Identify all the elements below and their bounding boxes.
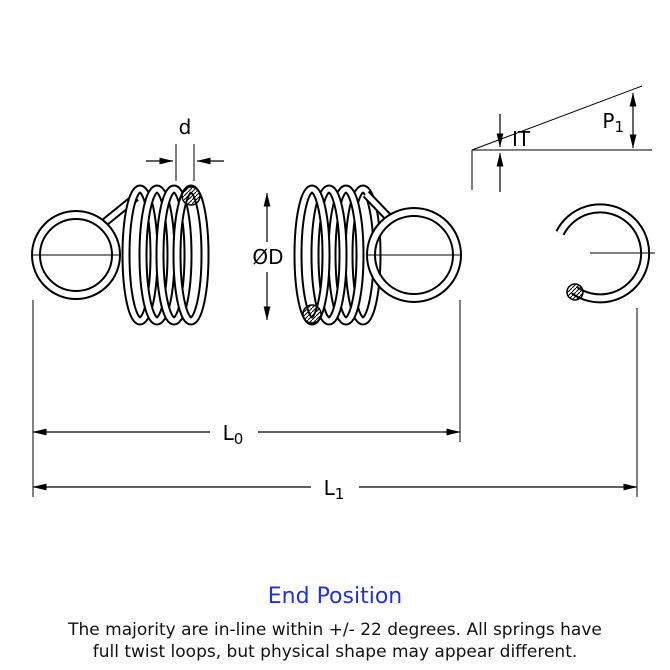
coil-loop-inner: [329, 186, 363, 324]
spring-diagram: d P1 IT: [31, 85, 655, 503]
dim-od-label: ØD: [252, 245, 283, 269]
dim-p1-sub: 1: [614, 118, 624, 136]
dim-od-label-mask: [246, 242, 290, 272]
right-coil-block: [293, 184, 382, 326]
coil-loop-inner: [140, 186, 174, 324]
dim-l1: L1: [32, 472, 638, 503]
dim-l0-label-mask: [210, 417, 258, 446]
dim-od: ØD: [246, 192, 290, 321]
end-hook-inner: [557, 205, 649, 302]
dim-l0-base: L: [223, 421, 235, 445]
coil-loop-inner: [123, 186, 157, 324]
end-hook-wire-end: [566, 283, 584, 301]
left-hook-loop: [31, 193, 139, 300]
dim-it-label: IT: [512, 127, 531, 151]
caption-line-2: full twist loops, but physical shape may…: [92, 641, 578, 662]
dim-l1-base: L: [324, 476, 336, 500]
coil-loop-inner: [157, 186, 191, 324]
left-coil-block: [121, 184, 210, 326]
dim-d-label: d: [179, 115, 192, 139]
dim-l1-label-mask: [311, 472, 359, 501]
dim-l0-sub: 0: [234, 430, 244, 448]
dim-l1-sub: 1: [335, 485, 345, 503]
wire-end-cross-section: [302, 304, 322, 324]
coil-loop-inner: [312, 186, 346, 324]
caption-line-1: The majority are in-line within +/- 22 d…: [68, 620, 602, 640]
dim-p1-base: P: [602, 109, 614, 133]
caption: The majority are in-line within +/- 22 d…: [0, 620, 670, 664]
dim-p1-it: P1 IT: [471, 85, 652, 192]
right-hook-loop: [362, 190, 462, 303]
wire-end-cross-section: [181, 186, 201, 206]
dim-l1-label: L1: [324, 476, 345, 503]
dim-d: d: [146, 115, 224, 181]
end-position-hook: [555, 203, 655, 304]
dim-l0: L0: [32, 417, 461, 448]
dim-p1-label: P1: [602, 109, 624, 136]
end-position-title: End Position: [267, 584, 403, 609]
dim-l0-label: L0: [223, 421, 244, 448]
